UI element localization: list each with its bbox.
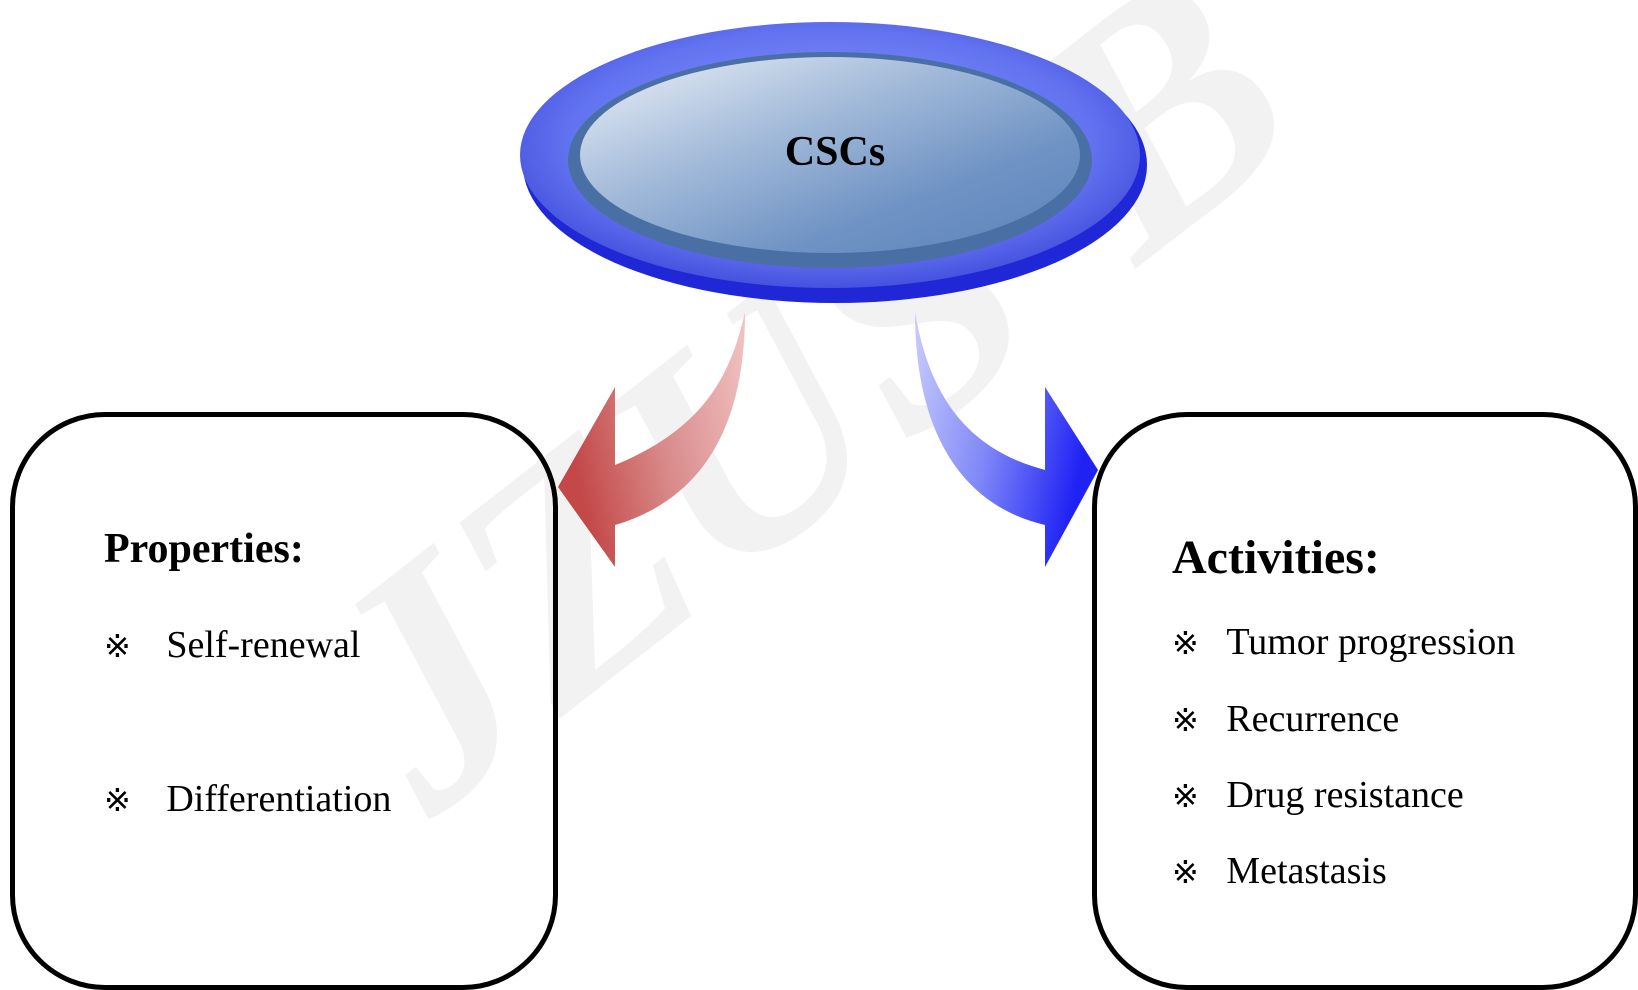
reference-mark-icon: ※ [1172,777,1199,815]
list-item-label: Tumor progression [1226,621,1516,663]
center-label: CSCs [784,129,886,175]
reference-mark-icon: ※ [104,781,131,819]
list-item-label: Metastasis [1226,850,1387,892]
reference-mark-icon: ※ [1172,853,1199,891]
right-curved-arrow [915,312,1098,567]
list-item-label: Differentiation [166,778,392,820]
activities-box [1092,412,1638,990]
left-curved-arrow [558,312,745,567]
properties-heading: Properties: [104,526,304,572]
reference-mark-icon: ※ [1172,624,1199,662]
center-ellipse [520,22,1147,303]
properties-box [10,412,558,990]
list-item-label: Recurrence [1226,698,1400,740]
list-item: ※ Self-renewal [104,623,360,667]
list-item: ※ Drug resistance [1172,773,1464,817]
reference-mark-icon: ※ [104,627,131,665]
list-item: ※ Tumor progression [1172,620,1515,664]
list-item: ※ Differentiation [104,777,391,821]
activities-heading: Activities: [1172,531,1380,584]
list-item: ※ Recurrence [1172,697,1399,741]
reference-mark-icon: ※ [1172,701,1199,739]
list-item-label: Self-renewal [166,624,361,666]
list-item: ※ Metastasis [1172,849,1387,893]
list-item-label: Drug resistance [1226,774,1464,816]
